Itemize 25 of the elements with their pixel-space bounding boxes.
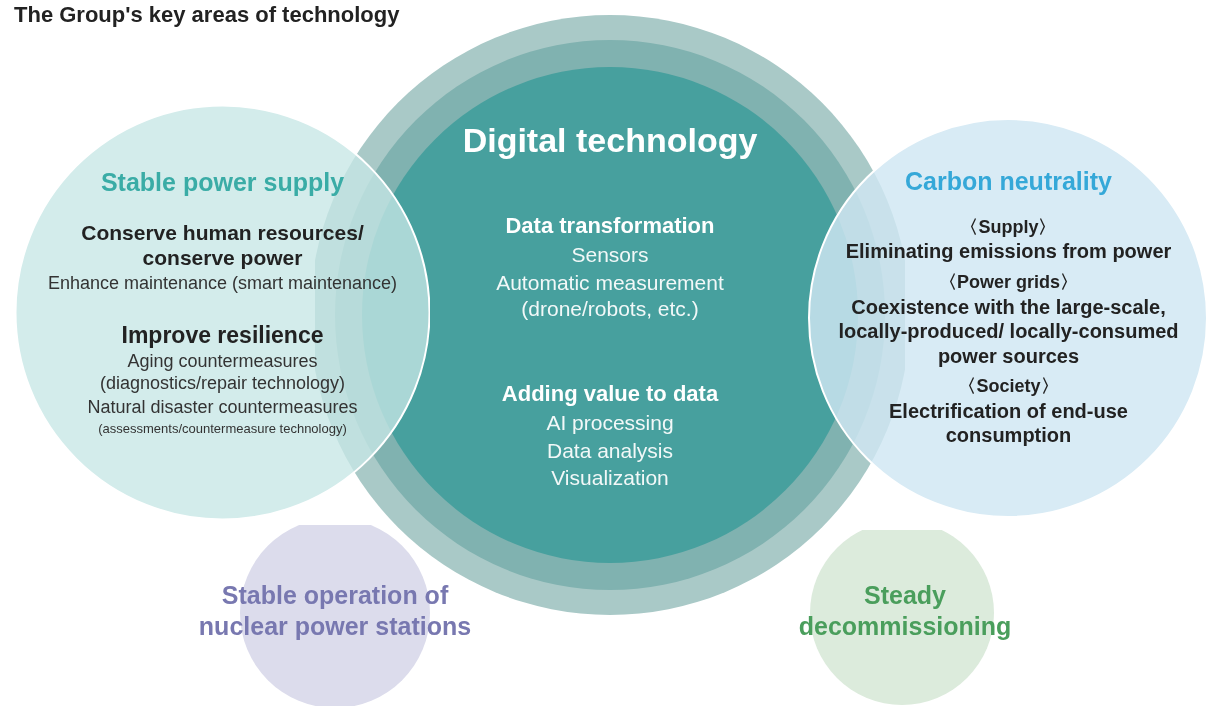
topic-text: (assessments/countermeasure technology)	[98, 420, 347, 437]
circle-heading: Digital technology	[462, 120, 758, 161]
topic-heading: Improve resilience	[121, 320, 324, 349]
topic-heading: 〈Society〉	[958, 375, 1059, 398]
topic-heading: Conserve human resources/ conserve power	[80, 219, 365, 271]
circle-heading: Stable power supply	[100, 167, 345, 198]
topic-heading: Eliminating emissions from power	[845, 239, 1172, 264]
topic-heading: Data transformation	[505, 213, 715, 241]
topic-text: Visualization	[551, 465, 669, 491]
topic-heading: Adding value to data	[501, 381, 719, 408]
topic-heading: 〈Supply〉	[960, 216, 1057, 239]
topic-text: AI processing	[546, 409, 674, 436]
circle-heading: Carbon neutrality	[905, 166, 1112, 197]
topic-heading: Electrification of end-use consumption	[888, 398, 1129, 448]
circle-heading: Stable operation of nuclear power stations	[197, 580, 473, 641]
topic-text: Aging countermeasures (diagnostics/repair technology)	[98, 350, 347, 395]
topic-text: Automatic measurement (drone/robots, etc.)	[495, 269, 725, 322]
topic-text: Sensors	[571, 242, 649, 268]
topic-text: Enhance maintenance (smart maintenance)	[47, 272, 398, 295]
topic-heading: 〈Power grids〉	[939, 271, 1078, 294]
circle-heading: Steady decommissioning	[797, 580, 1013, 641]
topic-text: Data analysis	[546, 437, 674, 464]
diagram-title: The Group's key areas of technology	[14, 2, 400, 28]
topic-heading: Coexistence with the large-scale, locally-produced/ locally-consumed power sources	[837, 294, 1180, 368]
topic-text: Natural disaster countermeasures	[87, 396, 358, 419]
